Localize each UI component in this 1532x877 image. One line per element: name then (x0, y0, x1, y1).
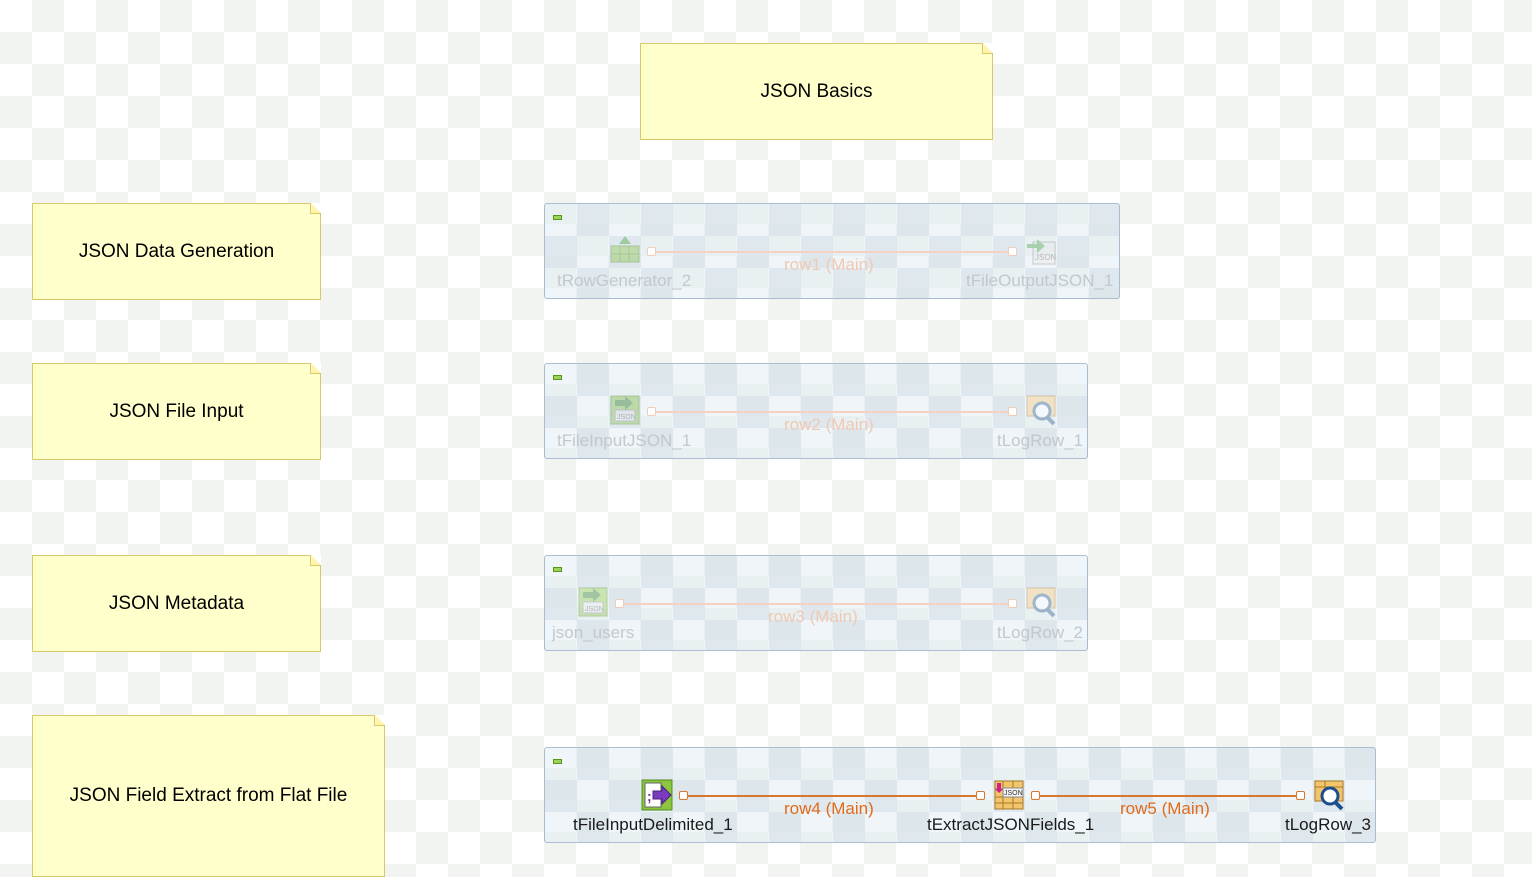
output-port[interactable] (647, 247, 656, 256)
link-label[interactable]: row2 (Main) (784, 415, 874, 434)
component-label: tLogRow_3 (1285, 815, 1372, 834)
output-port[interactable] (647, 407, 656, 416)
note-text: JSON Metadata (108, 592, 245, 614)
note-json-field-extract[interactable]: JSON Field Extract from Flat File (32, 715, 385, 877)
component-label: json_users (552, 623, 635, 642)
log-row-icon[interactable] (1025, 586, 1057, 618)
delimited-file-input-icon[interactable]: ; (641, 779, 673, 811)
link-row5[interactable] (1040, 795, 1296, 797)
input-port[interactable] (1008, 599, 1017, 608)
collapse-subjob-button[interactable] (553, 759, 562, 764)
link-row3[interactable] (624, 603, 1008, 605)
svg-text:JSON: JSON (585, 606, 604, 613)
input-port[interactable] (1296, 791, 1305, 800)
input-port[interactable] (1008, 247, 1017, 256)
note-json-file-input[interactable]: JSON File Input (32, 363, 321, 460)
json-file-input-icon[interactable]: JSON (577, 586, 609, 618)
subjob-2[interactable]: JSON tFileInputJSON_1 row2 (Main) tLogRo… (544, 363, 1088, 459)
extract-json-fields-icon[interactable]: JSON (993, 779, 1025, 811)
note-fold (310, 555, 321, 566)
component-label: tFileInputDelimited_1 (573, 815, 733, 834)
component-label: tExtractJSONFields_1 (927, 815, 1095, 834)
link-label[interactable]: row4 (Main) (784, 799, 874, 818)
link-label[interactable]: row1 (Main) (784, 255, 874, 274)
svg-text:;: ; (647, 788, 652, 804)
link-row1[interactable] (656, 251, 1008, 253)
json-file-input-icon[interactable]: JSON (609, 394, 641, 426)
collapse-subjob-button[interactable] (553, 567, 562, 572)
note-fold (310, 363, 321, 374)
note-json-metadata[interactable]: JSON Metadata (32, 555, 321, 652)
note-text: JSON Basics (760, 80, 873, 102)
collapse-subjob-button[interactable] (553, 375, 562, 380)
input-port[interactable] (1008, 407, 1017, 416)
link-label[interactable]: row5 (Main) (1120, 799, 1210, 818)
svg-text:JSON: JSON (617, 414, 636, 421)
note-fold (982, 43, 993, 54)
json-file-output-icon[interactable]: JSON (1025, 234, 1057, 266)
note-fold (374, 715, 385, 726)
log-row-icon[interactable] (1025, 394, 1057, 426)
output-port[interactable] (615, 599, 624, 608)
note-json-data-generation[interactable]: JSON Data Generation (32, 203, 321, 300)
svg-text:JSON: JSON (1035, 253, 1057, 262)
component-label: tRowGenerator_2 (557, 271, 692, 290)
subjob-3[interactable]: JSON json_users row3 (Main) tLogRow_2 (544, 555, 1088, 651)
link-row2[interactable] (656, 411, 1008, 413)
collapse-subjob-button[interactable] (553, 215, 562, 220)
row-generator-icon[interactable] (609, 234, 641, 266)
input-port[interactable] (976, 791, 985, 800)
note-text: JSON File Input (109, 400, 244, 422)
link-label[interactable]: row3 (Main) (768, 607, 858, 626)
svg-text:JSON: JSON (1004, 790, 1023, 797)
note-json-basics[interactable]: JSON Basics (640, 43, 993, 140)
log-row-icon[interactable] (1313, 779, 1345, 811)
component-label: tFileInputJSON_1 (557, 431, 692, 450)
subjob-4[interactable]: ; JSON tFileInputDelimited_1 row4 (Main)… (544, 747, 1376, 843)
output-port[interactable] (1031, 791, 1040, 800)
note-text: JSON Data Generation (78, 240, 275, 262)
link-row4[interactable] (688, 795, 976, 797)
component-label: tLogRow_1 (997, 431, 1084, 450)
component-label: tLogRow_2 (997, 623, 1084, 642)
output-port[interactable] (679, 791, 688, 800)
component-label: tFileOutputJSON_1 (966, 271, 1114, 290)
note-fold (310, 203, 321, 214)
subjob-1[interactable]: JSON tRowGenerator_2 row1 (Main) tFileOu… (544, 203, 1120, 299)
note-text: JSON Field Extract from Flat File (69, 785, 348, 806)
